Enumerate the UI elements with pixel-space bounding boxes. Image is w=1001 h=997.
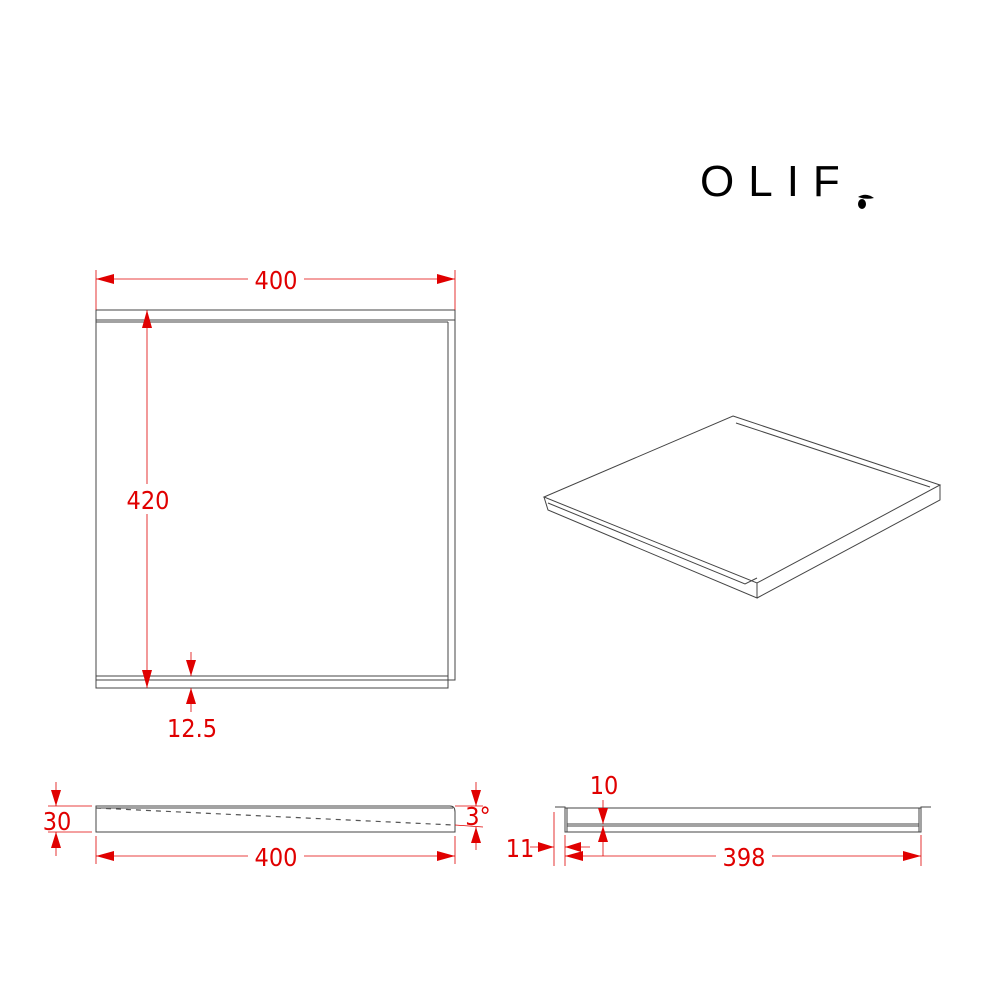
logo-text: OLIF <box>700 157 854 206</box>
inner-width-label: 398 <box>723 843 766 872</box>
width-label: 400 <box>255 266 298 295</box>
depth-label: 420 <box>127 486 170 515</box>
flange-dimension: 11 <box>506 812 590 866</box>
height-dimension: 30 <box>43 782 92 856</box>
lip-height-label: 10 <box>590 771 619 800</box>
lip-height-dimension: 10 <box>590 771 619 856</box>
flange-label: 11 <box>506 834 535 863</box>
front-view: 10 11 398 <box>506 771 931 872</box>
side-view: 30 3° 400 <box>43 782 491 872</box>
angle-label: 3° <box>465 802 491 831</box>
inner-width-dimension: 398 <box>564 835 922 872</box>
depth-dimension: 420 <box>122 310 174 688</box>
lip-label: 12.5 <box>167 714 217 743</box>
lip-dimension: 12.5 <box>167 652 217 743</box>
height-label: 30 <box>43 807 72 836</box>
isometric-view <box>542 415 942 599</box>
brand-logo: OLIF <box>700 157 874 209</box>
olive-icon <box>858 194 874 209</box>
side-width-dimension: 400 <box>95 836 456 872</box>
side-width-label: 400 <box>255 843 298 872</box>
top-view: 400 420 12.5 <box>95 264 456 743</box>
angle-dimension: 3° <box>454 782 491 850</box>
width-dimension: 400 <box>95 264 456 310</box>
